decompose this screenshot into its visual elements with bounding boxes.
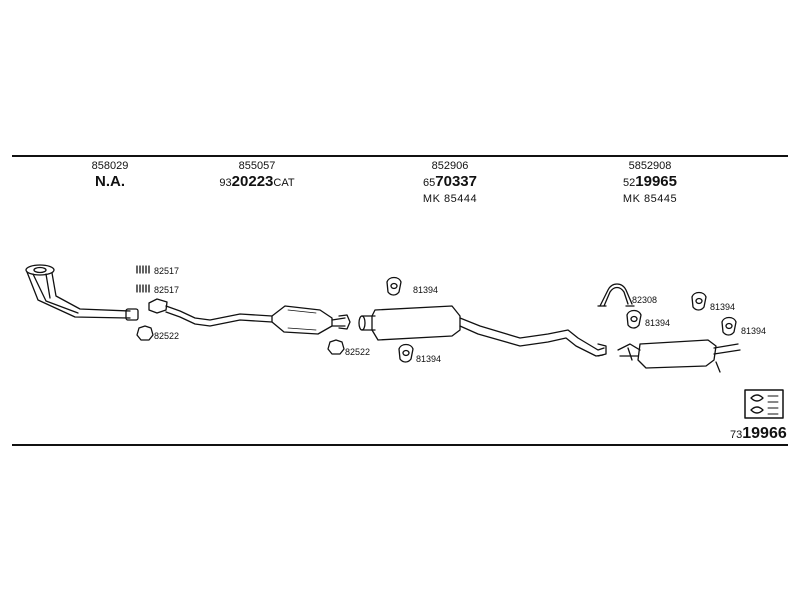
group-rear-silencer: 5852908 5219965 MK 85445 [575,160,725,206]
group-front-pipe: 858029 N.A. [35,160,185,191]
top-divider [12,155,788,157]
reference-symbol-icon [744,389,784,419]
rubber-mount-part [626,291,737,336]
middle-silencer-part [358,305,607,357]
group-code: 855057 [238,160,276,172]
part-label: 81394 [741,326,767,336]
group-main-number: 9320223CAT [219,173,295,190]
catalyst-part [271,305,351,335]
gasket-part [136,325,154,341]
part-label: 82517 [154,266,180,276]
rear-silencer-part [617,339,741,373]
group-code: 5852908 [628,160,672,172]
group-middle-silencer: 852906 6570337 MK 85444 [375,160,525,206]
clamp-u-part [597,283,635,307]
group-main-number: 5219965 [623,173,677,190]
part-label: 81394 [416,354,442,364]
group-kit-number: MK 85444 [422,193,478,205]
front-pipe-part [25,264,139,321]
part-label: 82308 [632,295,658,305]
part-label: 82522 [154,331,180,341]
clamp-part [136,265,150,293]
intermediate-pipe-part [165,305,273,327]
part-label: 81394 [710,302,736,312]
rubber-mount-part [386,276,414,363]
part-label: 81394 [645,318,671,328]
group-main-number: N.A. [95,173,125,190]
group-code: 852906 [431,160,469,172]
part-label: 82517 [154,285,180,295]
group-main-number: 6570337 [423,173,477,190]
group-kit-number: MK 85445 [622,193,678,205]
part-label: 82522 [345,347,371,357]
group-code: 858029 [91,160,129,172]
part-label: 81394 [413,285,439,295]
gasket-part [327,339,345,355]
group-catalyst: 855057 9320223CAT [182,160,332,192]
reference-number: 7319966 [730,425,787,442]
flange-gasket-part [148,298,168,314]
bottom-divider [12,444,788,446]
